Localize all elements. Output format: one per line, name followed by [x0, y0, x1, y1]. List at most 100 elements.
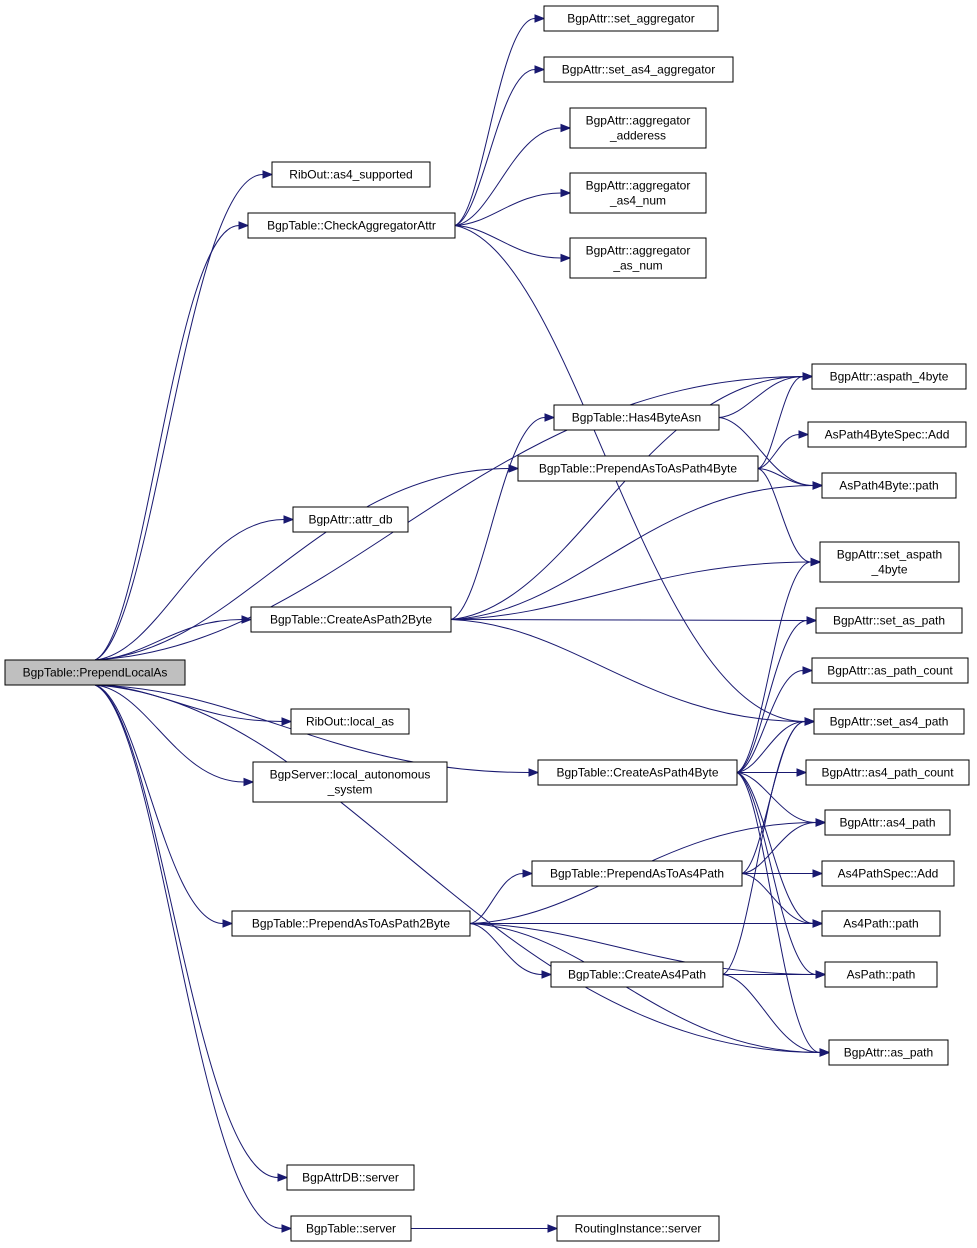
- node-aggregatorAsNum[interactable]: BgpAttr::aggregator_as_num: [569, 237, 707, 279]
- node-setAggregator[interactable]: BgpAttr::set_aggregator: [543, 5, 719, 32]
- node-as4Path[interactable]: BgpAttr::as4_path: [824, 809, 951, 836]
- edge-createAsPath4Byte-to-asPathCount: [736, 666, 814, 773]
- edge-createAsPath2Byte-to-asPath4BytePath: [450, 481, 824, 620]
- edge-line: [736, 772, 817, 975]
- node-box: [553, 404, 720, 431]
- node-createAsPath2Byte[interactable]: BgpTable::CreateAsPath2Byte: [250, 606, 452, 633]
- node-aspath4byte[interactable]: BgpAttr::aspath_4byte: [811, 363, 967, 390]
- edge-line: [450, 485, 814, 620]
- node-as4PathSpecAdd[interactable]: As4PathSpec::Add: [821, 860, 955, 887]
- node-createAs4Path[interactable]: BgpTable::CreateAs4Path: [550, 961, 724, 988]
- edge-line: [736, 620, 808, 773]
- node-label: BgpAttr::set_aggregator: [567, 12, 694, 26]
- node-as4ByteSpecAdd[interactable]: AsPath4ByteSpec::Add: [807, 421, 967, 448]
- edge-line: [757, 468, 814, 486]
- edge-prependLocalAs-to-createAsPath2Byte: [94, 615, 253, 661]
- edge-line: [94, 684, 279, 1178]
- node-box: [569, 172, 707, 214]
- node-label: BgpAttr::aggregator: [586, 244, 691, 258]
- edge-createAsPath2Byte-to-setAspath4byte: [450, 557, 822, 620]
- node-asPathPath[interactable]: AsPath::path: [824, 961, 938, 988]
- node-localAutonomousSystem[interactable]: BgpServer::local_autonomous_system: [252, 761, 448, 803]
- node-as4PathPath[interactable]: As4Path::path: [821, 910, 941, 937]
- node-box: [550, 961, 724, 988]
- node-bgpTableServer[interactable]: BgpTable::server: [290, 1215, 412, 1242]
- edge-prependAsToAsPath4Byte-to-aspath4byte: [757, 372, 814, 469]
- node-label: BgpTable::CreateAsPath4Byte: [556, 766, 718, 780]
- node-label: _4byte: [870, 563, 907, 577]
- edge-line: [450, 619, 808, 621]
- node-box: [811, 657, 969, 684]
- node-ribOutLocalAs[interactable]: RibOut::local_as: [290, 708, 410, 735]
- edge-prependAsToAsPath2Byte-to-createAs4Path: [469, 923, 553, 979]
- node-bgpAttrDbServer[interactable]: BgpAttrDB::server: [286, 1164, 415, 1191]
- node-box: [821, 910, 941, 937]
- node-createAsPath4Byte[interactable]: BgpTable::CreateAsPath4Byte: [537, 759, 738, 786]
- node-asPath4BytePath[interactable]: AsPath4Byte::path: [821, 472, 957, 499]
- edge-line: [722, 974, 821, 1053]
- node-prependAsToAsPath4Byte[interactable]: BgpTable::PrependAsToAsPath4Byte: [517, 455, 759, 482]
- node-box: [531, 860, 743, 887]
- node-label: As4Path::path: [843, 917, 918, 931]
- node-label: BgpTable::CheckAggregatorAttr: [267, 219, 436, 233]
- node-prependLocalAs[interactable]: BgpTable::PrependLocalAs: [4, 659, 186, 686]
- node-label: BgpTable::PrependAsToAsPath4Byte: [539, 462, 737, 476]
- node-label: BgpAttr::set_as4_path: [830, 715, 949, 729]
- node-routingInstanceServer[interactable]: RoutingInstance::server: [556, 1215, 720, 1242]
- node-asPathCount[interactable]: BgpAttr::as_path_count: [811, 657, 969, 684]
- edge-createAsPath2Byte-to-setAs4Path: [450, 619, 816, 726]
- node-label: RoutingInstance::server: [575, 1222, 702, 1236]
- edge-line: [736, 772, 821, 1053]
- node-has4ByteAsn[interactable]: BgpTable::Has4ByteAsn: [553, 404, 720, 431]
- edge-line: [736, 772, 817, 823]
- node-as4PathCount[interactable]: BgpAttr::as4_path_count: [805, 759, 970, 786]
- edge-arrowhead: [534, 65, 546, 74]
- edge-line: [718, 417, 814, 486]
- edge-line: [722, 721, 806, 975]
- edge-prependLocalAs-to-bgpAttrDbServer: [94, 684, 289, 1182]
- node-attrDb[interactable]: BgpAttr::attr_db: [292, 506, 409, 533]
- node-setAs4Path[interactable]: BgpAttr::set_as4_path: [813, 708, 965, 735]
- node-prependAsToAsPath2Byte[interactable]: BgpTable::PrependAsToAsPath2Byte: [231, 910, 471, 937]
- node-box: [286, 1164, 415, 1191]
- node-aggregatorAdderess[interactable]: BgpAttr::aggregator_adderess: [569, 107, 707, 149]
- node-setAs4Aggregator[interactable]: BgpAttr::set_as4_aggregator: [543, 56, 734, 83]
- edge-line: [94, 468, 510, 661]
- edge-arrowhead: [560, 253, 572, 263]
- edge-arrowhead: [796, 768, 808, 777]
- edge-prependAsToAs4Path-to-as4PathSpecAdd: [741, 869, 824, 878]
- edge-line: [469, 923, 821, 1053]
- edge-arrowhead: [802, 372, 814, 381]
- edge-createAs4Path-to-setAs4Path: [722, 717, 816, 975]
- edge-arrowhead: [560, 123, 572, 133]
- edge-line: [450, 561, 812, 620]
- node-label: BgpAttrDB::server: [302, 1171, 399, 1185]
- node-aggregatorAs4Num[interactable]: BgpAttr::aggregator_as4_num: [569, 172, 707, 214]
- edge-arrowhead: [804, 717, 816, 726]
- node-box: [813, 708, 965, 735]
- edge-checkAggregatorAttr-to-aggregatorAdderess: [454, 123, 572, 226]
- edge-line: [94, 684, 224, 924]
- edge-checkAggregatorAttr-to-setAs4Aggregator: [454, 65, 546, 226]
- node-box: [290, 1215, 412, 1242]
- node-box: [252, 761, 448, 803]
- edge-line: [450, 619, 806, 722]
- node-label: BgpTable::PrependAsToAsPath2Byte: [252, 917, 450, 931]
- node-bgpAttrAsPath[interactable]: BgpAttr::as_path: [828, 1039, 949, 1066]
- edge-arrowhead: [815, 970, 827, 979]
- edge-line: [469, 923, 817, 975]
- node-asAs4Supported[interactable]: RibOut::as4_supported: [271, 161, 431, 188]
- node-prependAsToAs4Path[interactable]: BgpTable::PrependAsToAs4Path: [531, 860, 743, 887]
- edge-createAsPath4Byte-to-setAs4Path: [736, 717, 816, 773]
- edge-createAsPath4Byte-to-as4PathCount: [737, 768, 808, 777]
- node-setAsPath[interactable]: BgpAttr::set_as_path: [815, 607, 963, 634]
- edge-line: [94, 519, 285, 661]
- node-label: BgpTable::CreateAs4Path: [568, 968, 706, 982]
- node-box: [805, 759, 970, 786]
- node-checkAggregatorAttr[interactable]: BgpTable::CheckAggregatorAttr: [247, 212, 456, 239]
- edge-line: [454, 127, 562, 226]
- node-label: _system: [327, 783, 373, 797]
- node-setAspath4byte[interactable]: BgpAttr::set_aspath_4byte: [819, 541, 960, 583]
- node-box: [807, 421, 967, 448]
